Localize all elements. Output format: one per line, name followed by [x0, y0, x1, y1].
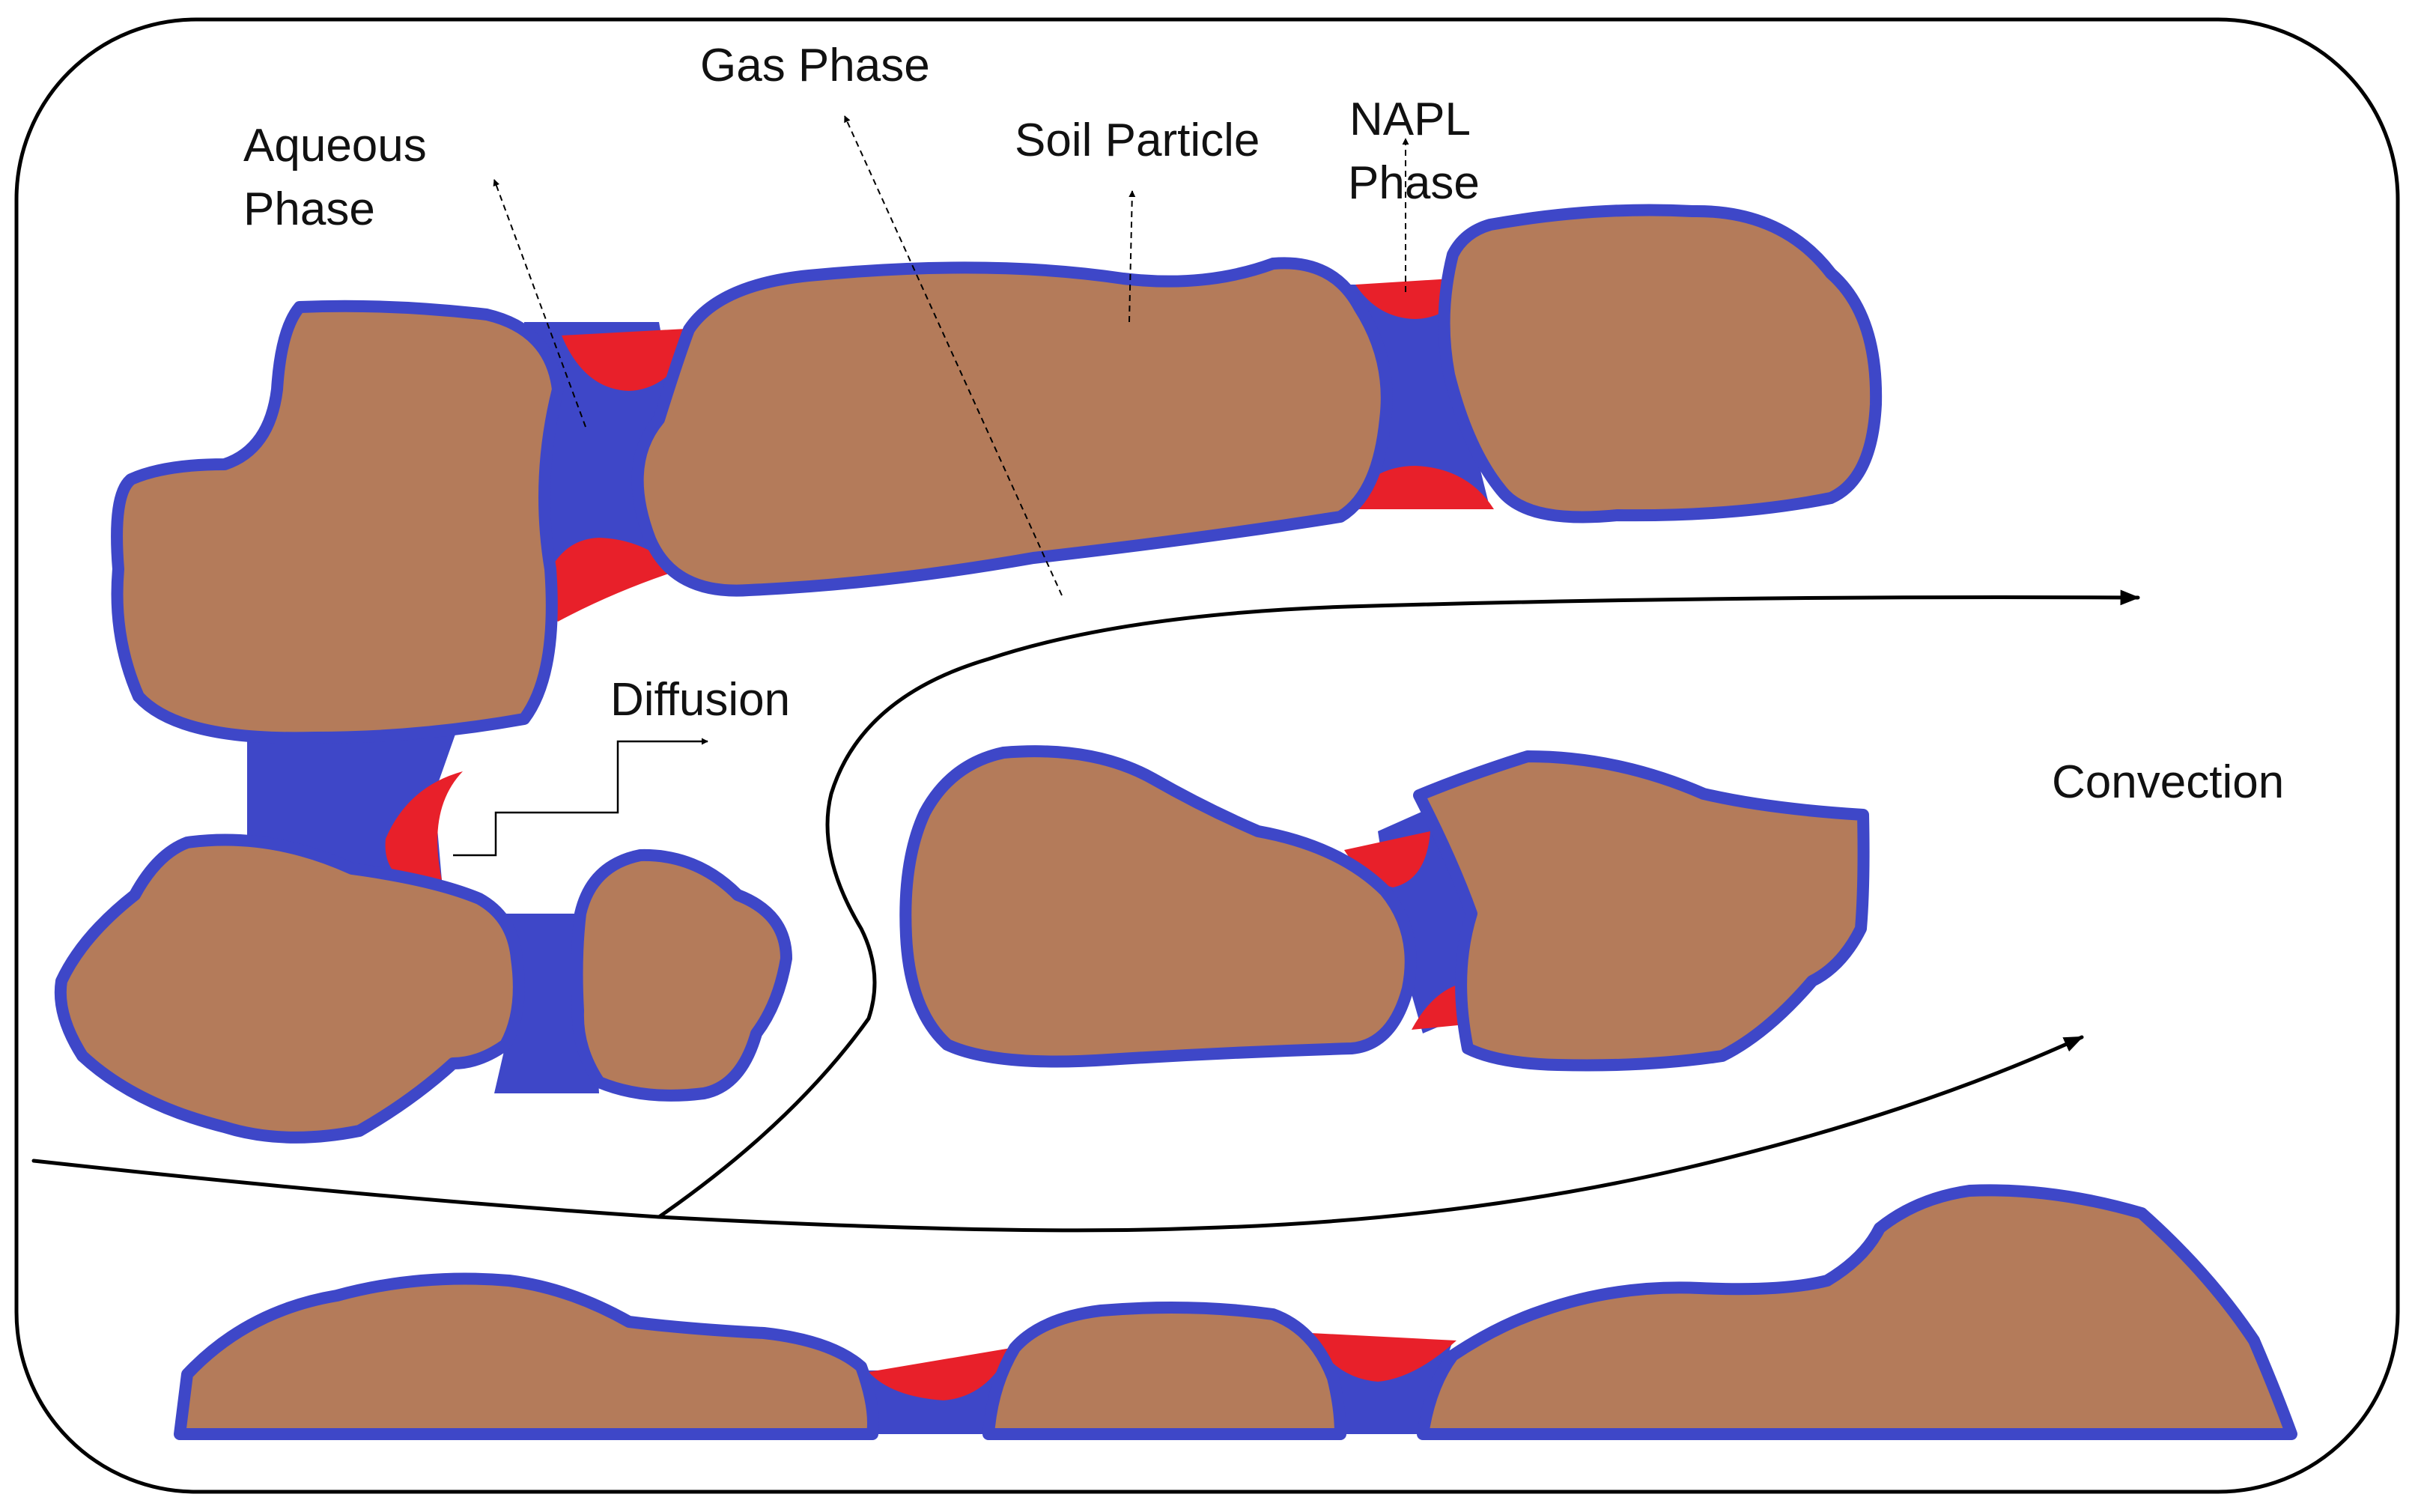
gas-phase-leader — [844, 115, 1063, 596]
soil-grain-bottom-2 — [982, 1302, 1346, 1440]
diffusion-arrow — [453, 738, 708, 857]
soil-grain-top-right — [1438, 204, 1883, 523]
soil-grain-top-center — [631, 257, 1393, 597]
napl-lens-4 — [1340, 466, 1494, 509]
soil-particle-leader — [1128, 190, 1136, 323]
gas-phase-label: Gas Phase — [700, 40, 930, 91]
napl-phase-label: NAPL — [1349, 94, 1471, 145]
soil-grain-middle-right — [1413, 750, 1870, 1072]
aqueous-phase-label: Aqueous — [243, 120, 427, 171]
convection-streamline-lower — [657, 1035, 2084, 1233]
napl-phase-label-line2: Phase — [1348, 157, 1480, 209]
convection-streamline-upper — [657, 589, 2140, 1219]
soil-grain-bottom-1 — [174, 1272, 879, 1440]
napl-lens-5 — [385, 771, 463, 887]
soil-grain-bottom-3 — [1417, 1184, 2297, 1440]
convection-label: Convection — [2052, 756, 2284, 808]
aqueous-phase-leader — [493, 179, 586, 428]
soil-grain-small — [571, 848, 792, 1102]
soil-particle-label: Soil Particle — [1015, 115, 1260, 166]
napl-lens-9 — [1310, 1333, 1456, 1382]
convection-streamline-left — [31, 1159, 661, 1219]
napl-lens-1 — [562, 328, 700, 391]
soil-grain-top-left — [111, 300, 564, 744]
aqueous-phase-label-line2: Phase — [243, 183, 375, 235]
napl-lens-8 — [869, 1348, 1011, 1400]
diffusion-label: Diffusion — [610, 674, 790, 726]
soil-grain-lower-left — [54, 834, 525, 1144]
soil-grain-middle-left — [899, 745, 1417, 1068]
soil-particles — [54, 204, 2297, 1440]
napl-lens-2 — [539, 538, 678, 622]
